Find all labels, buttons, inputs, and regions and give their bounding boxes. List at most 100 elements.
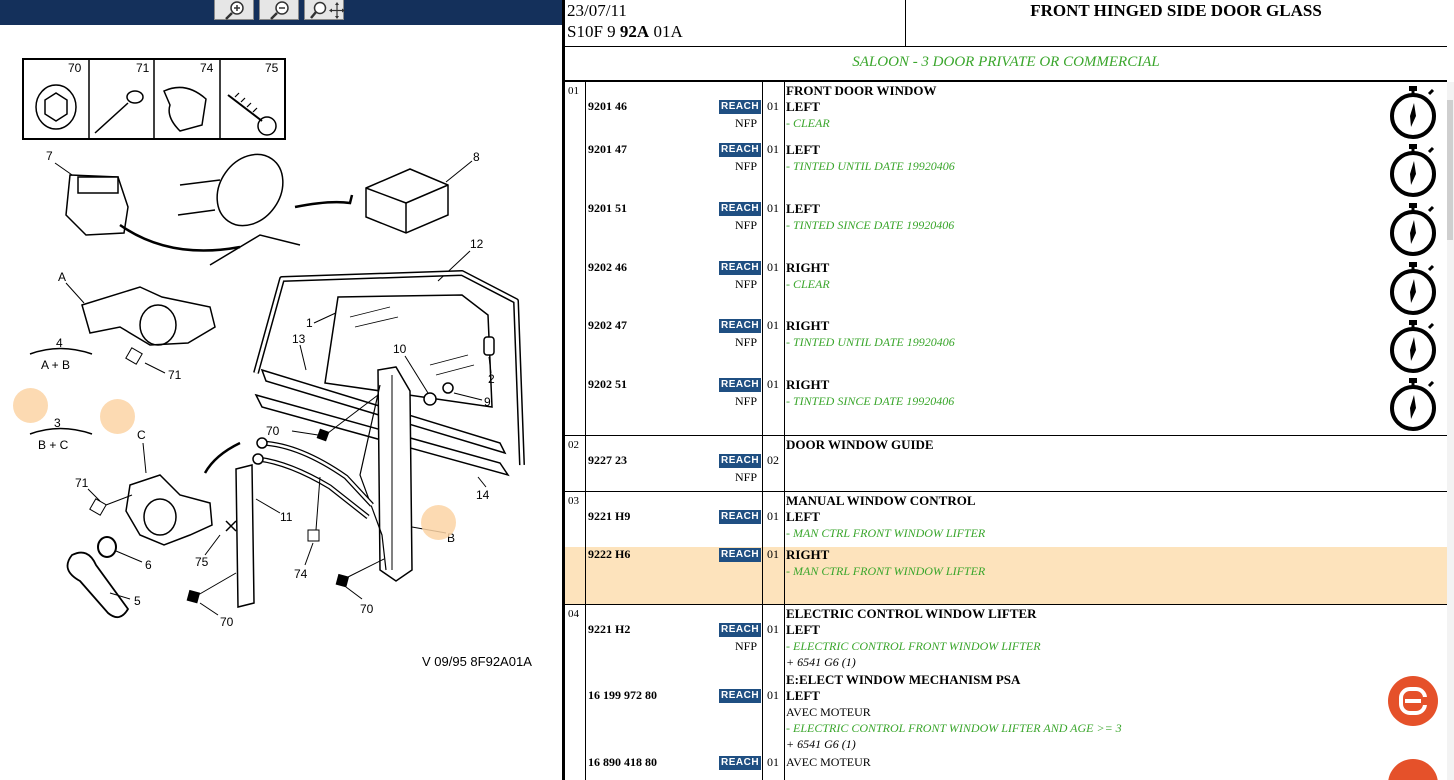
pane-divider[interactable] <box>562 0 565 780</box>
part-number[interactable]: 16 890 418 80 <box>588 755 657 769</box>
part-row[interactable]: 16 199 972 80 REACH 01 LEFT AVEC MOTEUR … <box>565 688 1447 754</box>
hotspot[interactable] <box>100 399 135 434</box>
stopwatch-icon[interactable] <box>1386 319 1440 373</box>
electric-badge-icon[interactable] <box>1387 758 1439 780</box>
part-description: LEFT <box>786 201 820 216</box>
reach-badge[interactable]: REACH <box>719 548 762 562</box>
zoom-in-icon <box>225 1 244 20</box>
zoom-out-button[interactable] <box>259 0 299 20</box>
part-row[interactable]: 16 890 418 80 REACH 01 AVEC MOTEUR <box>565 755 1447 780</box>
label: 8 <box>473 150 480 164</box>
label: 71 <box>168 368 182 382</box>
part-number[interactable]: 9221 H9 <box>588 509 631 523</box>
reach-badge[interactable]: REACH <box>719 202 762 216</box>
reach-badge[interactable]: REACH <box>719 261 762 275</box>
zoom-in-button[interactable] <box>214 0 254 20</box>
label: A <box>58 270 66 284</box>
label: 71 <box>136 61 150 75</box>
electric-badge-icon[interactable] <box>1387 675 1439 727</box>
group-title: DOOR WINDOW GUIDE <box>786 437 934 452</box>
part-description: LEFT <box>786 99 820 114</box>
quantity: 01 <box>767 755 779 769</box>
part-row[interactable]: 9201 47 REACH NFP 01 LEFT - TINTED UNTIL… <box>565 142 1447 190</box>
body-type-subtitle: SALOON - 3 DOOR PRIVATE OR COMMERCIAL <box>852 54 1160 70</box>
reach-badge[interactable]: REACH <box>719 100 762 114</box>
part-row-selected[interactable]: 9222 H6 REACH 01 RIGHT - MAN CTRL FRONT … <box>565 547 1447 604</box>
reach-badge[interactable]: REACH <box>719 143 762 157</box>
label: 74 <box>200 61 214 75</box>
part-number[interactable]: 9201 46 <box>588 99 627 113</box>
part-row[interactable]: 9221 H2 REACH NFP 01 LEFT - ELECTRIC CON… <box>565 622 1447 672</box>
part-note: - MAN CTRL FRONT WINDOW LIFTER <box>786 526 986 540</box>
zoom-pan-icon <box>310 1 345 19</box>
reach-badge[interactable]: REACH <box>719 689 762 703</box>
zoom-pan-button[interactable] <box>304 0 345 20</box>
part-number[interactable]: 9202 51 <box>588 377 627 391</box>
quantity: 01 <box>767 201 779 215</box>
group-number: 02 <box>568 439 579 451</box>
part-row[interactable]: 9227 23 REACH NFP 02 <box>565 453 1447 489</box>
part-note: - TINTED UNTIL DATE 19920406 <box>786 335 955 349</box>
label: 11 <box>280 510 293 524</box>
scrollbar-thumb[interactable] <box>1447 100 1453 240</box>
label: 14 <box>476 488 490 502</box>
stopwatch-icon[interactable] <box>1386 261 1440 315</box>
reach-badge[interactable]: REACH <box>719 756 762 770</box>
hotspot[interactable] <box>421 505 456 540</box>
group-02: 02 DOOR WINDOW GUIDE 9227 23 REACH NFP 0… <box>565 436 1447 492</box>
part-number[interactable]: 9202 47 <box>588 318 627 332</box>
reach-badge[interactable]: REACH <box>719 454 762 468</box>
label: 74 <box>294 567 308 581</box>
part-row[interactable]: 9202 51 REACH NFP 01 RIGHT - TINTED SINC… <box>565 377 1447 425</box>
part-note: - CLEAR <box>786 277 830 291</box>
nfp-label: NFP <box>735 335 758 349</box>
part-description: RIGHT <box>786 547 830 562</box>
label: 70 <box>220 615 234 629</box>
part-description: RIGHT <box>786 318 830 333</box>
label: 6 <box>145 558 152 572</box>
stopwatch-icon[interactable] <box>1386 377 1440 431</box>
part-description-2: AVEC MOTEUR <box>786 705 871 719</box>
part-row[interactable]: 9201 51 REACH NFP 01 LEFT - TINTED SINCE… <box>565 201 1447 249</box>
reach-badge[interactable]: REACH <box>719 378 762 392</box>
label: 7 <box>46 149 53 163</box>
reach-badge[interactable]: REACH <box>719 319 762 333</box>
part-number[interactable]: 9221 H2 <box>588 622 631 636</box>
label: 75 <box>195 555 209 569</box>
exploded-parts-diagram[interactable]: 70 71 74 75 7 8 A <box>0 25 562 780</box>
label: 3 <box>54 416 61 430</box>
part-description: LEFT <box>786 142 820 157</box>
part-row[interactable]: 9202 46 REACH NFP 01 RIGHT - CLEAR <box>565 260 1447 308</box>
stopwatch-icon[interactable] <box>1386 202 1440 256</box>
label: 13 <box>292 332 306 346</box>
label: 70 <box>360 602 374 616</box>
stopwatch-icon[interactable] <box>1386 143 1440 197</box>
part-row[interactable]: 9202 47 REACH NFP 01 RIGHT - TINTED UNTI… <box>565 318 1447 366</box>
part-row[interactable]: 9201 46 REACH NFP 01 LEFT - CLEAR <box>565 99 1447 147</box>
header-date: 23/07/11 <box>567 1 627 20</box>
label: B + C <box>38 438 69 452</box>
label: 70 <box>266 424 280 438</box>
reach-badge[interactable]: REACH <box>719 510 762 524</box>
nfp-label: NFP <box>735 639 758 653</box>
part-row[interactable]: 9221 H9 REACH 01 LEFT - MAN CTRL FRONT W… <box>565 509 1447 545</box>
part-number[interactable]: 9201 51 <box>588 201 627 215</box>
group-number: 04 <box>568 608 579 620</box>
page-title: FRONT HINGED SIDE DOOR GLASS <box>1030 1 1322 20</box>
hotspot[interactable] <box>13 388 48 423</box>
reach-badge[interactable]: REACH <box>719 623 762 637</box>
scrollbar-track[interactable] <box>1447 82 1454 780</box>
quantity: 01 <box>767 509 779 523</box>
nfp-label: NFP <box>735 159 758 173</box>
part-number[interactable]: 16 199 972 80 <box>588 688 657 702</box>
nfp-label: NFP <box>735 218 758 232</box>
part-number[interactable]: 9201 47 <box>588 142 627 156</box>
header-info: 23/07/11 S10F 9 92A 01A <box>565 0 905 46</box>
label: B <box>447 531 455 545</box>
part-number[interactable]: 9222 H6 <box>588 547 631 561</box>
part-note: - TINTED SINCE DATE 19920406 <box>786 394 955 408</box>
part-number[interactable]: 9202 46 <box>588 260 627 274</box>
stopwatch-icon[interactable] <box>1386 85 1440 139</box>
group-number: 01 <box>568 85 579 97</box>
part-number[interactable]: 9227 23 <box>588 453 627 467</box>
